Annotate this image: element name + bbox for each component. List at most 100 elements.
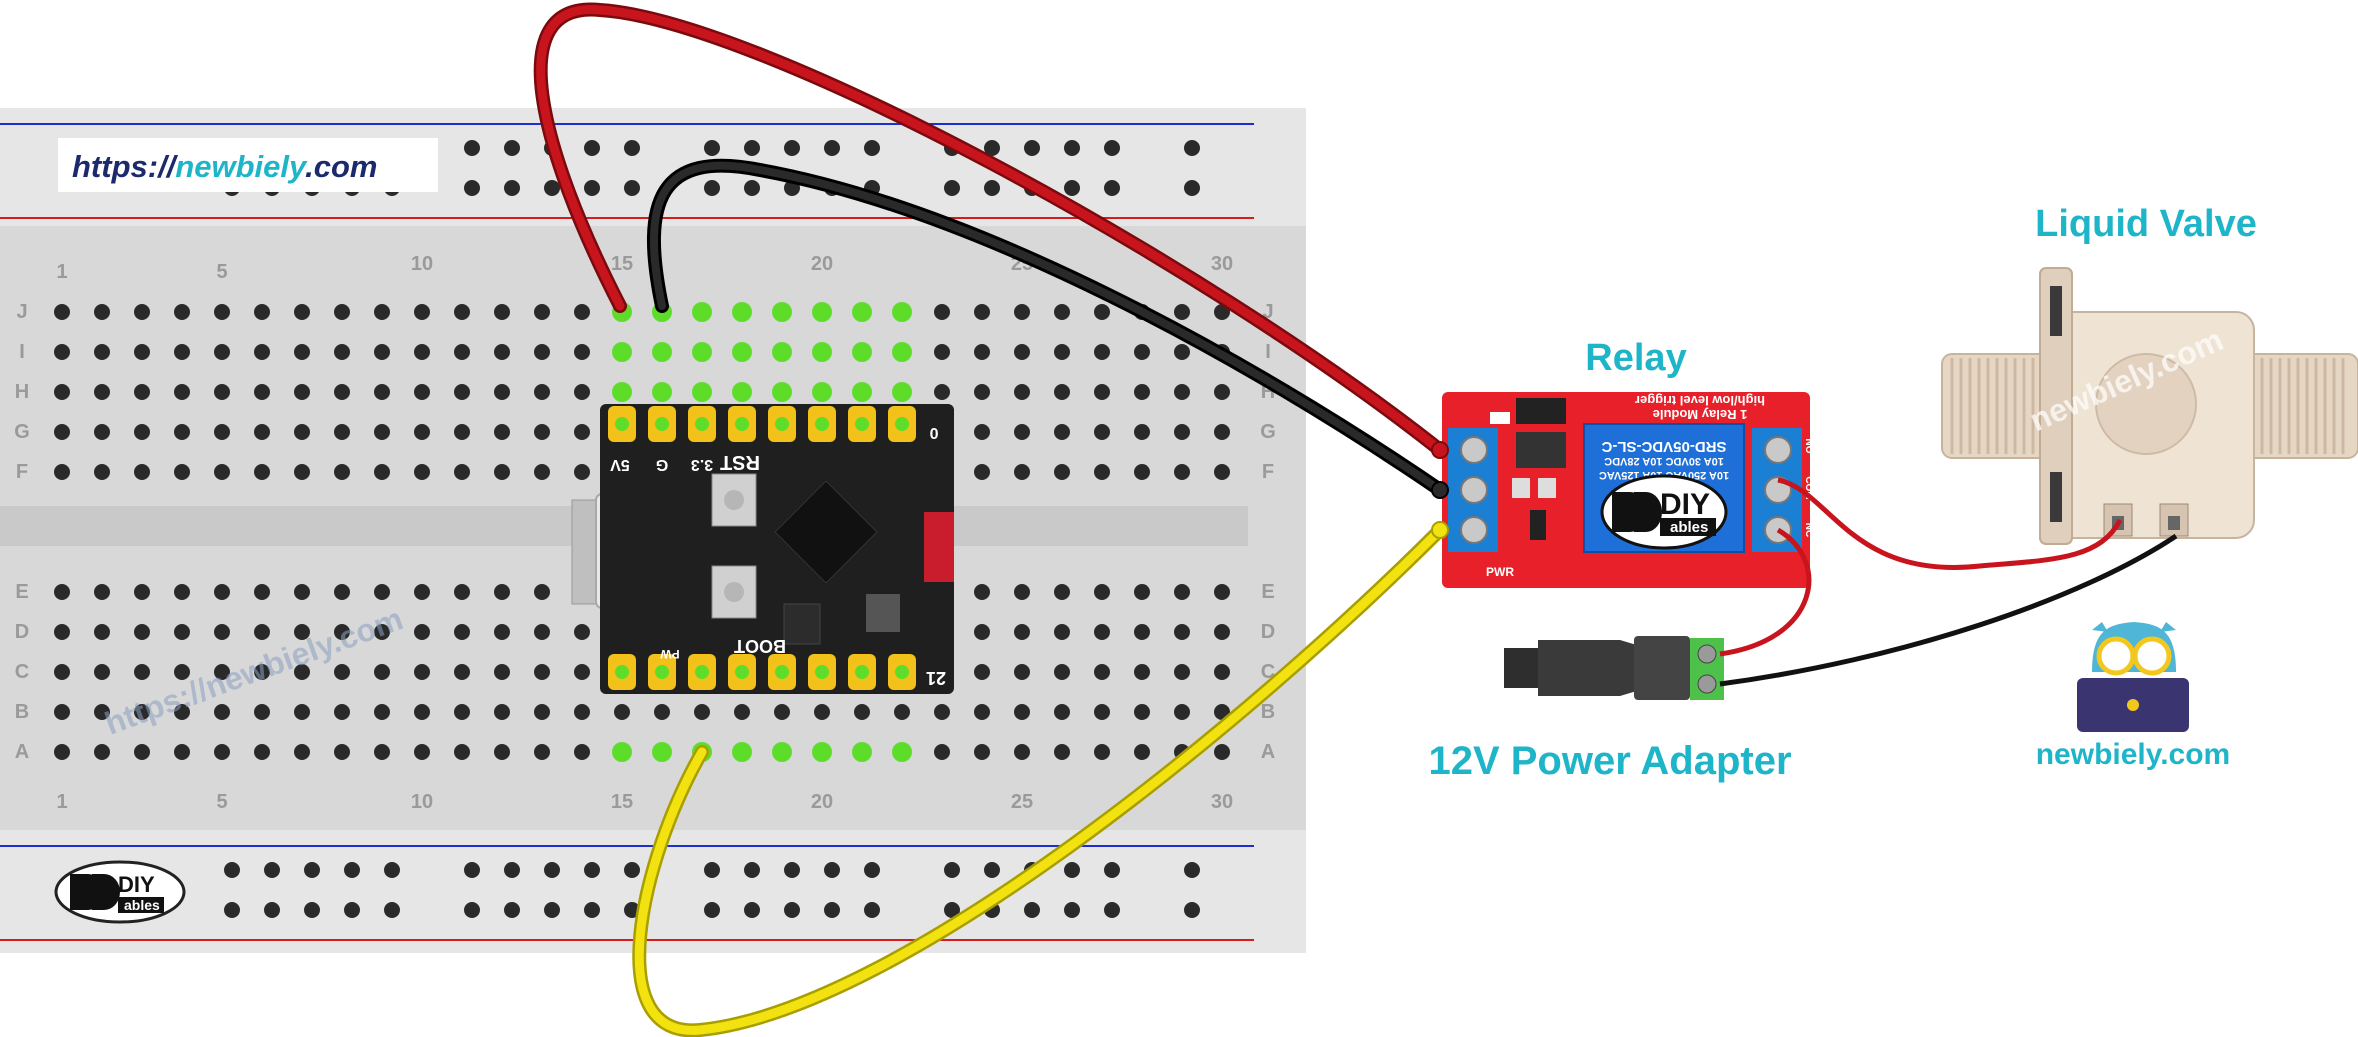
breadboard-hole: [1054, 304, 1070, 320]
breadboard-hole: [1094, 384, 1110, 400]
rail-hole: [864, 140, 880, 156]
breadboard-hole: [494, 424, 510, 440]
breadboard-hole: [1014, 664, 1030, 680]
breadboard-hole: [1094, 584, 1110, 600]
breadboard-hole: [534, 744, 550, 760]
breadboard-hole: [214, 344, 230, 360]
breadboard-hole: [334, 744, 350, 760]
breadboard-hole: [1094, 344, 1110, 360]
row-letter-d: D: [15, 621, 29, 643]
rail-hole: [984, 180, 1000, 196]
rail-hole: [944, 862, 960, 878]
breadboard-hole: [1094, 704, 1110, 720]
breadboard-hole: [454, 384, 470, 400]
breadboard-hole: [374, 584, 390, 600]
rail-hole: [984, 140, 1000, 156]
breadboard-hole: [294, 584, 310, 600]
breadboard-hole: [1174, 624, 1190, 640]
rail-hole: [744, 862, 760, 878]
rail-hole: [1024, 140, 1040, 156]
connected-hole: [692, 342, 712, 362]
logo-ables: ables: [124, 897, 160, 913]
breadboard-hole: [934, 344, 950, 360]
relay-coil-model: SRD-05VDC-SL-C: [1601, 438, 1726, 455]
connected-hole: [852, 342, 872, 362]
breadboard-hole: [54, 744, 70, 760]
breadboard-hole: [54, 584, 70, 600]
breadboard-hole: [54, 304, 70, 320]
breadboard-hole: [134, 384, 150, 400]
row-letter-d-right: D: [1261, 621, 1275, 643]
breadboard-hole: [374, 424, 390, 440]
connected-hole: [652, 342, 672, 362]
breadboard-hole: [1214, 744, 1230, 760]
esp32-c3-board[interactable]: 5V G 3.3 RST BOOT PW 0 21: [571, 404, 954, 694]
breadboard-hole: [494, 344, 510, 360]
connected-hole: [812, 342, 832, 362]
breadboard-hole: [1054, 384, 1070, 400]
pin-label-g: G: [656, 456, 668, 473]
breadboard-hole: [974, 624, 990, 640]
breadboard-hole: [294, 624, 310, 640]
breadboard-hole: [454, 624, 470, 640]
rail-hole: [1104, 862, 1120, 878]
liquid-valve-label: Liquid Valve: [2035, 203, 2257, 245]
breadboard-hole: [454, 464, 470, 480]
col-num-20-bottom: 20: [811, 791, 833, 813]
breadboard-hole: [574, 704, 590, 720]
breadboard-hole: [454, 584, 470, 600]
connected-hole: [852, 742, 872, 762]
breadboard-hole: [574, 384, 590, 400]
breadboard-hole: [294, 424, 310, 440]
connected-hole: [772, 302, 792, 322]
breadboard-hole: [134, 624, 150, 640]
breadboard-hole: [174, 704, 190, 720]
connected-hole: [892, 742, 912, 762]
row-letter-f: F: [16, 461, 28, 483]
board-pads: [608, 406, 916, 690]
breadboard-hole: [1014, 424, 1030, 440]
breadboard-hole: [254, 464, 270, 480]
breadboard-hole: [374, 304, 390, 320]
solenoid-liquid-valve[interactable]: newbiely.com: [1941, 267, 2358, 545]
breadboard-hole: [254, 384, 270, 400]
breadboard-hole: [854, 704, 870, 720]
breadboard-hole: [134, 584, 150, 600]
url-box[interactable]: https://newbiely.com: [58, 138, 438, 192]
breadboard-hole: [414, 704, 430, 720]
rail-hole: [264, 902, 280, 918]
col-num-5: 5: [216, 261, 227, 283]
pin-label-pw: PW: [660, 647, 680, 661]
relay-logo-diy: DIY: [1660, 488, 1710, 521]
rail-hole: [544, 180, 560, 196]
connected-hole: [772, 382, 792, 402]
breadboard-hole: [654, 704, 670, 720]
rail-hole: [464, 902, 480, 918]
breadboard-hole: [334, 344, 350, 360]
breadboard-hole: [574, 424, 590, 440]
rail-hole: [624, 862, 640, 878]
rail-hole: [544, 862, 560, 878]
breadboard-hole: [94, 664, 110, 680]
breadboard-hole: [374, 344, 390, 360]
col-num-10: 10: [411, 253, 433, 275]
breadboard-hole: [574, 624, 590, 640]
breadboard-hole: [294, 704, 310, 720]
rail-hole: [464, 140, 480, 156]
row-letter-g-right: G: [1260, 421, 1276, 443]
rail-hole: [584, 140, 600, 156]
rail-hole: [1184, 902, 1200, 918]
breadboard-hole: [1214, 424, 1230, 440]
breadboard-hole: [134, 424, 150, 440]
relay-module[interactable]: 1 Relay Module high/low level trigger SR…: [1442, 392, 1814, 588]
dc-barrel-jack[interactable]: [1504, 636, 1724, 700]
breadboard-hole: [254, 664, 270, 680]
connected-hole: [612, 342, 632, 362]
breadboard-hole: [94, 584, 110, 600]
breadboard-hole: [414, 304, 430, 320]
col-num-5-bottom: 5: [216, 791, 227, 813]
connected-hole: [612, 382, 632, 402]
pin-label-5v: 5V: [610, 456, 630, 473]
connected-hole: [612, 742, 632, 762]
relay-pwr-label: PWR: [1486, 565, 1514, 579]
